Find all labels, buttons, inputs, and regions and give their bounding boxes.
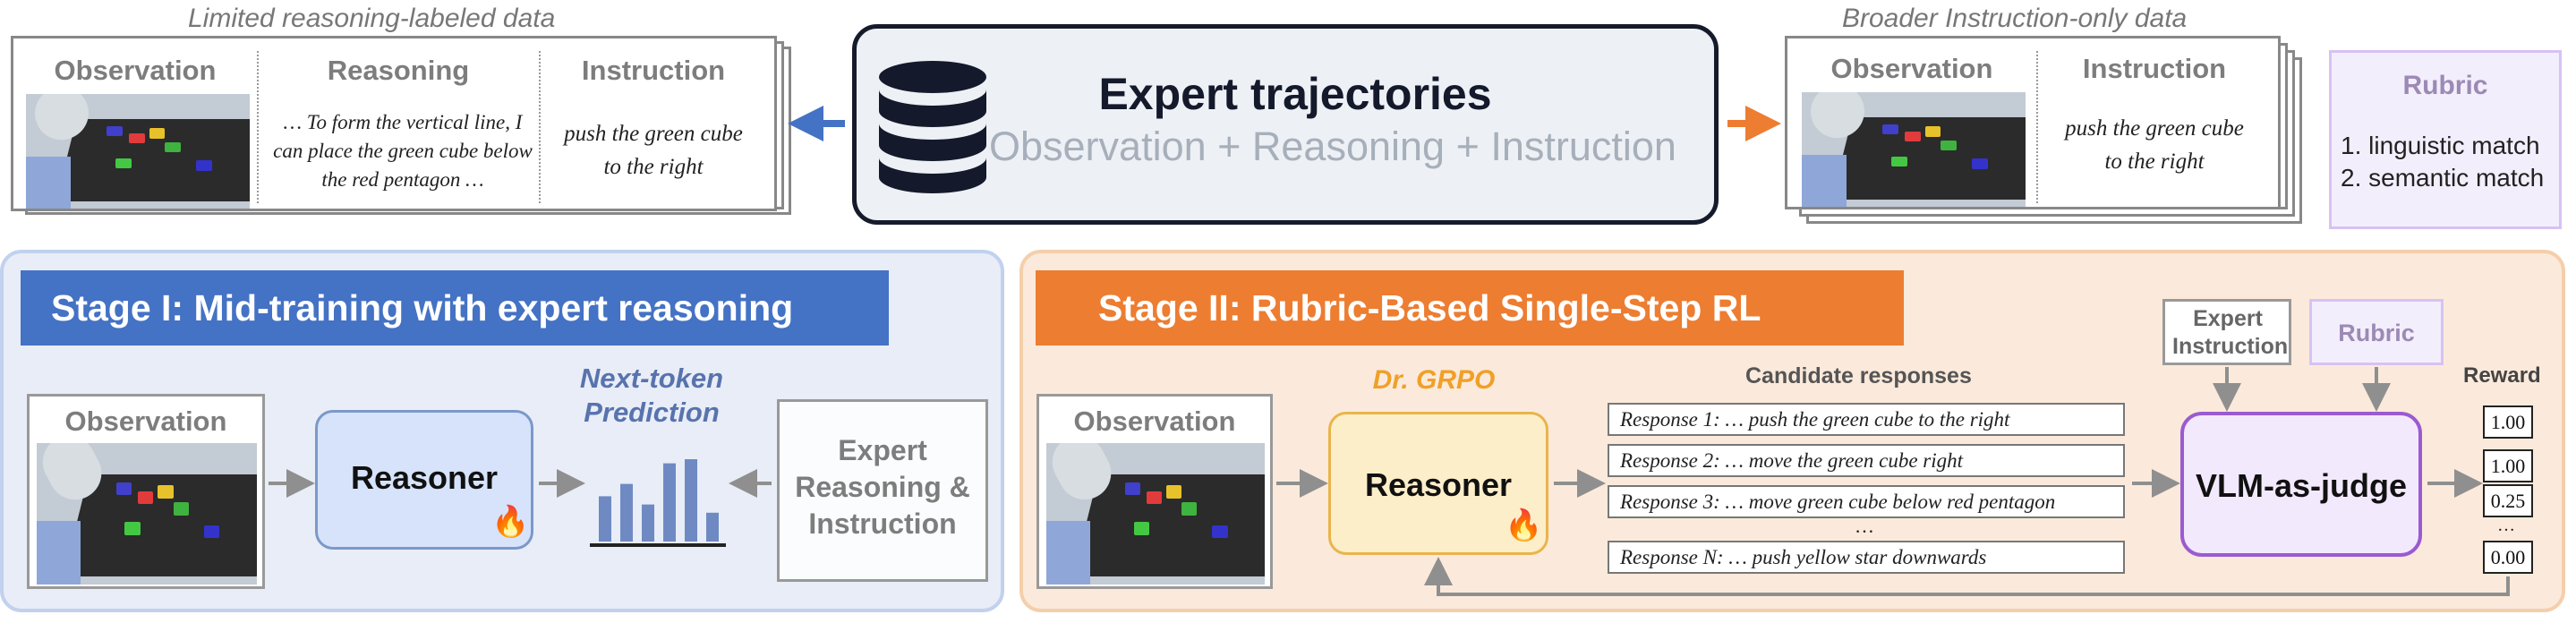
observation-header: Observation	[54, 55, 217, 86]
fire-icon: 🔥	[1505, 508, 1543, 542]
center-title: Expert trajectories	[1098, 69, 1492, 119]
right-data-card: Observation Instruction push the green c…	[1785, 36, 2281, 209]
separator	[257, 51, 259, 203]
token-bar	[685, 459, 697, 542]
reward-value: 1.00	[2483, 405, 2533, 439]
observation-header: Observation	[1830, 53, 1993, 84]
stage1-title: Stage I: Mid-training with expert reason…	[21, 270, 889, 346]
instruction-header: Instruction	[581, 55, 726, 86]
database-icon	[879, 61, 986, 193]
token-bar	[642, 504, 654, 542]
stage2-observation-box: Observation	[1036, 394, 1273, 589]
rubric-title: Rubric	[2402, 71, 2488, 100]
reward-ellipsis: …	[2497, 516, 2515, 535]
stage2-rubric-label: Rubric	[2338, 320, 2415, 346]
token-bar	[620, 483, 633, 542]
candidates-header: Candidate responses	[1745, 363, 1972, 388]
observation-label: Observation	[64, 405, 227, 437]
instruction-text: push the green cube to the right	[564, 122, 743, 179]
rubric-card: Rubric 1. linguistic match 2. semantic m…	[2329, 50, 2562, 229]
center-subtitle: Observation + Reasoning + Instruction	[989, 124, 1676, 169]
stage2-rubric-box: Rubric	[2309, 299, 2444, 365]
token-bar	[663, 463, 676, 542]
rubric-item: 2. semantic match	[2341, 164, 2545, 192]
reasoner-label: Reasoner	[350, 459, 499, 496]
left-caption: Limited reasoning-labeled data	[188, 4, 556, 33]
algorithm-label: Dr. GRPO	[1372, 365, 1496, 395]
candidate-response: Response 2: … move the green cube right	[1608, 444, 2125, 477]
stage1-observation-box: Observation	[27, 394, 265, 589]
expert-instruction-label: Expert Instruction	[2172, 306, 2289, 359]
stage2-title: Stage II: Rubric-Based Single-Step RL	[1036, 270, 1904, 346]
reward-value: 0.25	[2483, 484, 2533, 517]
observation-image	[37, 443, 257, 585]
expert-trajectories-box: Expert trajectories Observation + Reason…	[852, 24, 1719, 225]
expert-instruction-box: Expert Instruction	[2162, 299, 2291, 365]
stage2-reasoner-box: Reasoner 🔥	[1328, 412, 1548, 555]
fire-icon: 🔥	[491, 505, 530, 539]
left-data-card: Observation Reasoning … To form the vert…	[11, 36, 777, 211]
reward-value: 1.00	[2483, 449, 2533, 482]
reasoning-header: Reasoning	[327, 55, 470, 86]
instruction-header: Instruction	[2082, 53, 2227, 84]
token-bar	[706, 512, 719, 542]
reward-value: 0.00	[2483, 541, 2533, 574]
judge-label: VLM-as-judge	[2195, 467, 2407, 504]
candidate-response: Response N: … push yellow star downwards	[1608, 541, 2125, 574]
reasoner-label: Reasoner	[1364, 466, 1513, 503]
separator	[2036, 51, 2038, 203]
observation-image	[26, 94, 250, 209]
candidate-response: Response 3: … move green cube below red …	[1608, 485, 2125, 518]
instruction-text: push the green cube to the right	[2065, 116, 2244, 174]
right-caption: Broader Instruction-only data	[1842, 4, 2188, 33]
reward-header: Reward	[2463, 363, 2541, 388]
separator	[539, 51, 541, 203]
observation-image	[1802, 92, 2026, 207]
token-distribution-chart	[590, 459, 726, 547]
candidate-response: Response 1: … push the green cube to the…	[1608, 403, 2125, 436]
token-bar	[599, 496, 611, 542]
reasoning-text: … To form the vertical line, I can place…	[273, 111, 533, 191]
prediction-label: Next-token Prediction	[579, 363, 724, 428]
judge-box: VLM-as-judge	[2180, 412, 2422, 557]
expert-reasoning-label: Expert Reasoning & Instruction	[795, 434, 970, 540]
expert-reasoning-box: Expert Reasoning & Instruction	[777, 399, 988, 582]
observation-image	[1046, 443, 1265, 585]
responses-ellipsis: …	[1855, 515, 1874, 537]
rubric-item: 1. linguistic match	[2341, 132, 2540, 159]
stage1-reasoner-box: Reasoner 🔥	[315, 410, 533, 550]
observation-label: Observation	[1073, 405, 1236, 437]
